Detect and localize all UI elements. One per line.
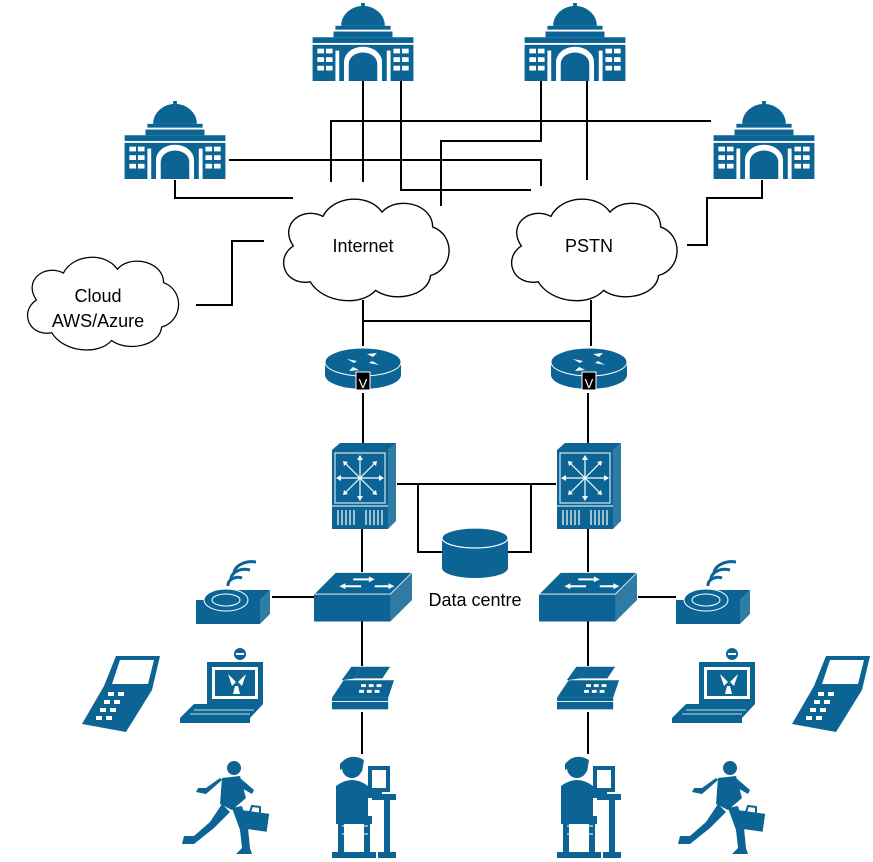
wireless-phone-icon	[676, 560, 750, 626]
router-badge: V	[359, 376, 368, 391]
office-worker-icon	[557, 756, 621, 859]
layer3-switch-icon	[557, 443, 621, 529]
internet-label: Internet	[332, 236, 393, 256]
video-laptop-icon	[180, 648, 264, 724]
ip-phone-icon	[332, 666, 394, 710]
cloud-label-line1: Cloud	[74, 286, 121, 306]
voice-router-right: V	[551, 347, 627, 391]
database-icon	[442, 528, 508, 578]
government-building-icon	[124, 101, 226, 179]
aws-azure-cloud: Cloud AWS/Azure	[26, 256, 180, 351]
layer3-switch-icon	[332, 443, 396, 529]
pstn-label: PSTN	[565, 236, 613, 256]
internet-cloud: Internet	[282, 198, 450, 302]
wireless-phone-icon	[196, 560, 270, 626]
pda-icon	[82, 656, 160, 732]
voice-router-left: V	[325, 347, 401, 391]
pstn-cloud: PSTN	[510, 198, 678, 302]
ip-phone-icon	[557, 666, 619, 710]
data-centre: Data centre	[428, 528, 522, 610]
running-man-icon	[677, 760, 766, 855]
connection-lines	[174, 78, 763, 754]
router-badge: V	[585, 376, 594, 391]
data-centre-label: Data centre	[428, 590, 521, 610]
government-building-icon	[524, 3, 626, 81]
pda-icon	[792, 656, 870, 732]
cloud-label-line2: AWS/Azure	[52, 311, 144, 331]
workgroup-switch-icon	[314, 572, 412, 622]
government-building-icon	[713, 101, 815, 179]
workgroup-switch-icon	[539, 572, 637, 622]
government-building-icon	[312, 3, 414, 81]
running-man-icon	[181, 760, 270, 855]
office-worker-icon	[332, 756, 396, 859]
video-laptop-icon	[672, 648, 756, 724]
